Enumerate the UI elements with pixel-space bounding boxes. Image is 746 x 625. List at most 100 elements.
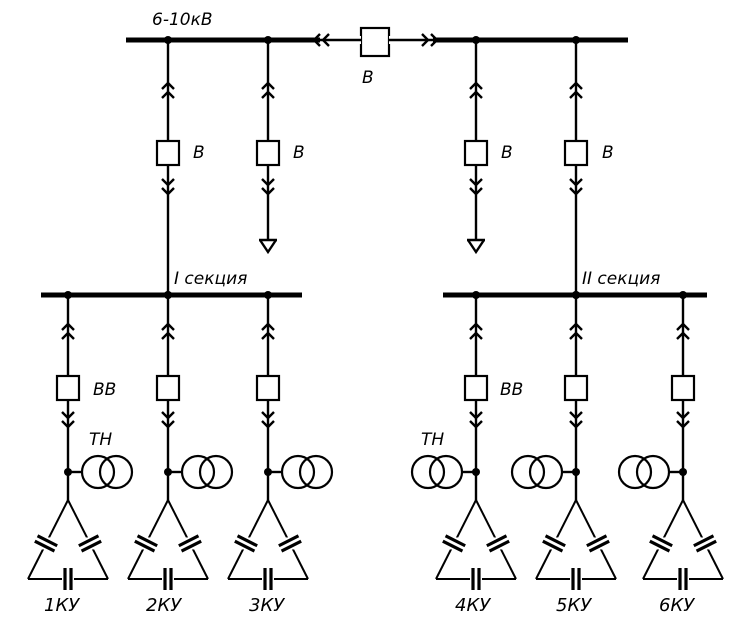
bus-tie-breaker-label: В (362, 68, 374, 88)
branch-5 (510, 291, 617, 590)
contact-chevron (569, 331, 583, 340)
contact-chevron (676, 322, 690, 331)
breaker-symbol (155, 139, 181, 167)
contact-chevron (261, 322, 275, 331)
capacitor-plate (278, 534, 300, 548)
capacitor-plate (693, 534, 715, 548)
feeder-2-breaker-label: В (293, 143, 305, 163)
branch-2-label: 2КУ (146, 595, 182, 616)
branch-5-label: 5КУ (556, 595, 592, 616)
capacitor-plate (236, 534, 258, 548)
capacitor-plate (180, 539, 202, 553)
contact-chevron (321, 33, 330, 47)
contact-chevron (61, 331, 75, 340)
contact-chevron (469, 322, 483, 331)
capacitor-plate (486, 534, 508, 548)
contact-chevron (261, 420, 275, 429)
main-bus-label: 6-10кВ (152, 10, 213, 30)
capacitor-plate (178, 534, 200, 548)
contact-chevron (261, 411, 275, 420)
breaker-symbol (463, 139, 489, 167)
contact-chevron (676, 331, 690, 340)
contact-chevron (469, 81, 483, 90)
capacitor-plate (488, 539, 510, 553)
capacitor-plate (442, 539, 464, 553)
feeder-4 (563, 36, 589, 295)
breaker-symbol (55, 374, 81, 402)
contact-chevron (261, 81, 275, 90)
contact-chevron (569, 187, 583, 196)
capacitor-plate (34, 539, 56, 553)
capacitor-plate (444, 534, 466, 548)
capacitor-plate (695, 539, 717, 553)
contact-chevron (676, 411, 690, 420)
feeder-1 (155, 36, 181, 295)
branch-4-breaker-label: ВВ (500, 380, 523, 400)
contact-chevron (469, 187, 483, 196)
contact-chevron (569, 81, 583, 90)
branch-1-breaker-label: ВВ (93, 380, 116, 400)
feeder-1-breaker-label: В (193, 143, 205, 163)
contact-chevron (421, 33, 430, 47)
contact-chevron (569, 411, 583, 420)
branch-4 (410, 291, 517, 590)
capacitor-plate (36, 534, 58, 548)
bus-tie-breaker (312, 26, 439, 58)
contact-chevron (676, 420, 690, 429)
vt-4-label: ТН (421, 430, 444, 450)
contact-chevron (161, 187, 175, 196)
breaker-symbol (155, 374, 181, 402)
capacitor-plate (234, 539, 256, 553)
feeder-3 (463, 36, 489, 255)
contact-chevron (61, 322, 75, 331)
contact-chevron (261, 90, 275, 99)
contact-chevron (161, 322, 175, 331)
contact-chevron (569, 322, 583, 331)
vt-winding-1 (80, 454, 116, 490)
breaker-symbol (670, 374, 696, 402)
vt-winding-2 (617, 454, 653, 490)
contact-chevron (569, 420, 583, 429)
contact-chevron (161, 81, 175, 90)
contact-chevron (161, 420, 175, 429)
vt-winding-1 (528, 454, 564, 490)
capacitor-plate (78, 534, 100, 548)
contact-chevron (261, 178, 275, 187)
breaker-symbol (463, 374, 489, 402)
breaker-symbol (563, 374, 589, 402)
contact-chevron (161, 178, 175, 187)
contact-chevron (161, 411, 175, 420)
branch-3-label: 3КУ (249, 595, 285, 616)
contact-chevron (61, 411, 75, 420)
branch-4-label: 4КУ (455, 595, 491, 616)
capacitor-plate (544, 534, 566, 548)
contact-chevron (469, 420, 483, 429)
vt-winding-2 (98, 454, 134, 490)
load-arrow (259, 239, 277, 255)
vt-winding-1 (635, 454, 671, 490)
contact-chevron (261, 331, 275, 340)
vt-winding-2 (510, 454, 546, 490)
vt-winding-2 (198, 454, 234, 490)
vt-winding-1 (280, 454, 316, 490)
branch-6 (617, 291, 724, 590)
contact-chevron (469, 90, 483, 99)
branch-1 (27, 291, 134, 590)
feeder-4-breaker-label: В (602, 143, 614, 163)
capacitor-plate (586, 534, 608, 548)
capacitor-plate (280, 539, 302, 553)
vt-winding-1 (428, 454, 464, 490)
vt-winding-2 (298, 454, 334, 490)
breaker-symbol (255, 139, 281, 167)
feeder-3-breaker-label: В (501, 143, 513, 163)
load-arrow (467, 239, 485, 255)
section-2-label: II секция (582, 269, 660, 289)
vt-1-label: ТН (89, 430, 112, 450)
contact-chevron (161, 331, 175, 340)
tie-breaker-symbol (359, 26, 391, 58)
contact-chevron (312, 33, 321, 47)
capacitor-plate (136, 534, 158, 548)
contact-chevron (430, 33, 439, 47)
contact-chevron (569, 178, 583, 187)
